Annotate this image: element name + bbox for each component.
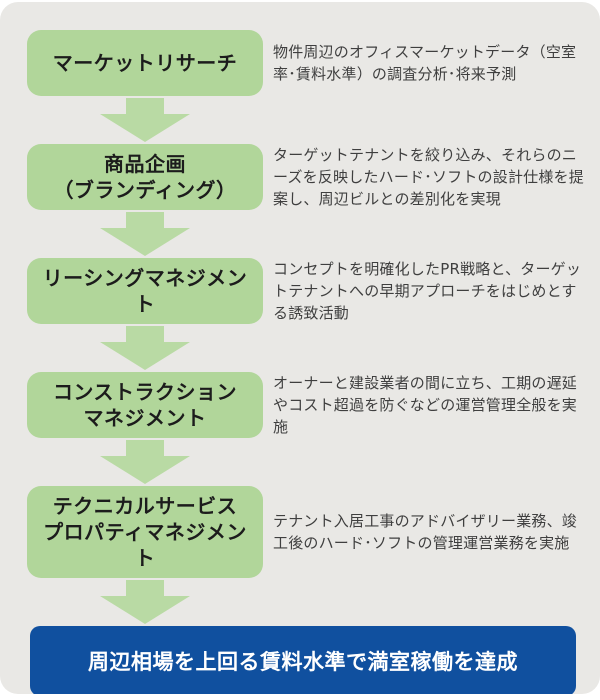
step-box-leasing-management: リーシングマネジメント — [27, 258, 263, 324]
step-row-market-research: マーケットリサーチ 物件周辺のオフィスマーケットデータ（空室率･賃料水準）の調査… — [27, 30, 585, 96]
down-arrow-icon — [100, 580, 190, 624]
down-arrow-head — [100, 228, 190, 256]
step-title: リーシングマネジメント — [42, 266, 248, 316]
down-arrow-head — [100, 114, 190, 142]
step-description: ターゲットテナントを絞り込み、それらのニーズを反映したハード･ソフトの設計仕様を… — [273, 146, 584, 208]
step-box-market-research: マーケットリサーチ — [27, 30, 263, 96]
step-title: テクニカルサービス プロパティマネジメント — [43, 494, 247, 570]
step-description: テナント入居工事のアドバイザリー業務、竣工後のハード･ソフトの管理運営業務を実施 — [273, 512, 578, 552]
down-arrow-stem — [126, 580, 164, 596]
step-row-technical-property-management: テクニカルサービス プロパティマネジメント テナント入居工事のアドバイザリー業務… — [27, 486, 585, 578]
down-arrow-head — [100, 456, 190, 484]
step-row-construction-management: コンストラクション マネジメント オーナーと建設業者の間に立ち、工期の遅延やコス… — [27, 372, 585, 438]
result-label: 周辺相場を上回る賃料水準で満室稼働を達成 — [88, 650, 518, 674]
step-box-technical-property-management: テクニカルサービス プロパティマネジメント — [27, 486, 263, 578]
down-arrow-icon — [100, 326, 190, 370]
step-title: コンストラクション マネジメント — [52, 380, 238, 430]
step-description: オーナーと建設業者の間に立ち、工期の遅延やコスト超過を防ぐなどの運営管理全般を実… — [273, 374, 578, 436]
down-arrow-stem — [126, 440, 164, 456]
down-arrow-icon — [100, 98, 190, 142]
step-description: コンセプトを明確化したPR戦略と、ターゲットテナントへの早期アプローチをはじめと… — [273, 260, 582, 322]
step-description: 物件周辺のオフィスマーケットデータ（空室率･賃料水準）の調査分析･将来予測 — [273, 43, 577, 83]
step-title: 商品企画 （ブランディング） — [53, 152, 237, 202]
step-row-product-planning: 商品企画 （ブランディング） ターゲットテナントを絞り込み、それらのニーズを反映… — [27, 144, 585, 210]
step-title: マーケットリサーチ — [52, 51, 238, 75]
down-arrow-icon — [100, 440, 190, 484]
step-box-construction-management: コンストラクション マネジメント — [27, 372, 263, 438]
down-arrow-stem — [126, 326, 164, 342]
down-arrow-stem — [126, 98, 164, 114]
result-banner: 周辺相場を上回る賃料水準で満室稼働を達成 — [30, 626, 576, 694]
down-arrow-head — [100, 596, 190, 624]
down-arrow-stem — [126, 212, 164, 228]
down-arrow-icon — [100, 212, 190, 256]
step-box-product-planning: 商品企画 （ブランディング） — [27, 144, 263, 210]
down-arrow-head — [100, 342, 190, 370]
step-row-leasing-management: リーシングマネジメント コンセプトを明確化したPR戦略と、ターゲットテナントへの… — [27, 258, 585, 324]
